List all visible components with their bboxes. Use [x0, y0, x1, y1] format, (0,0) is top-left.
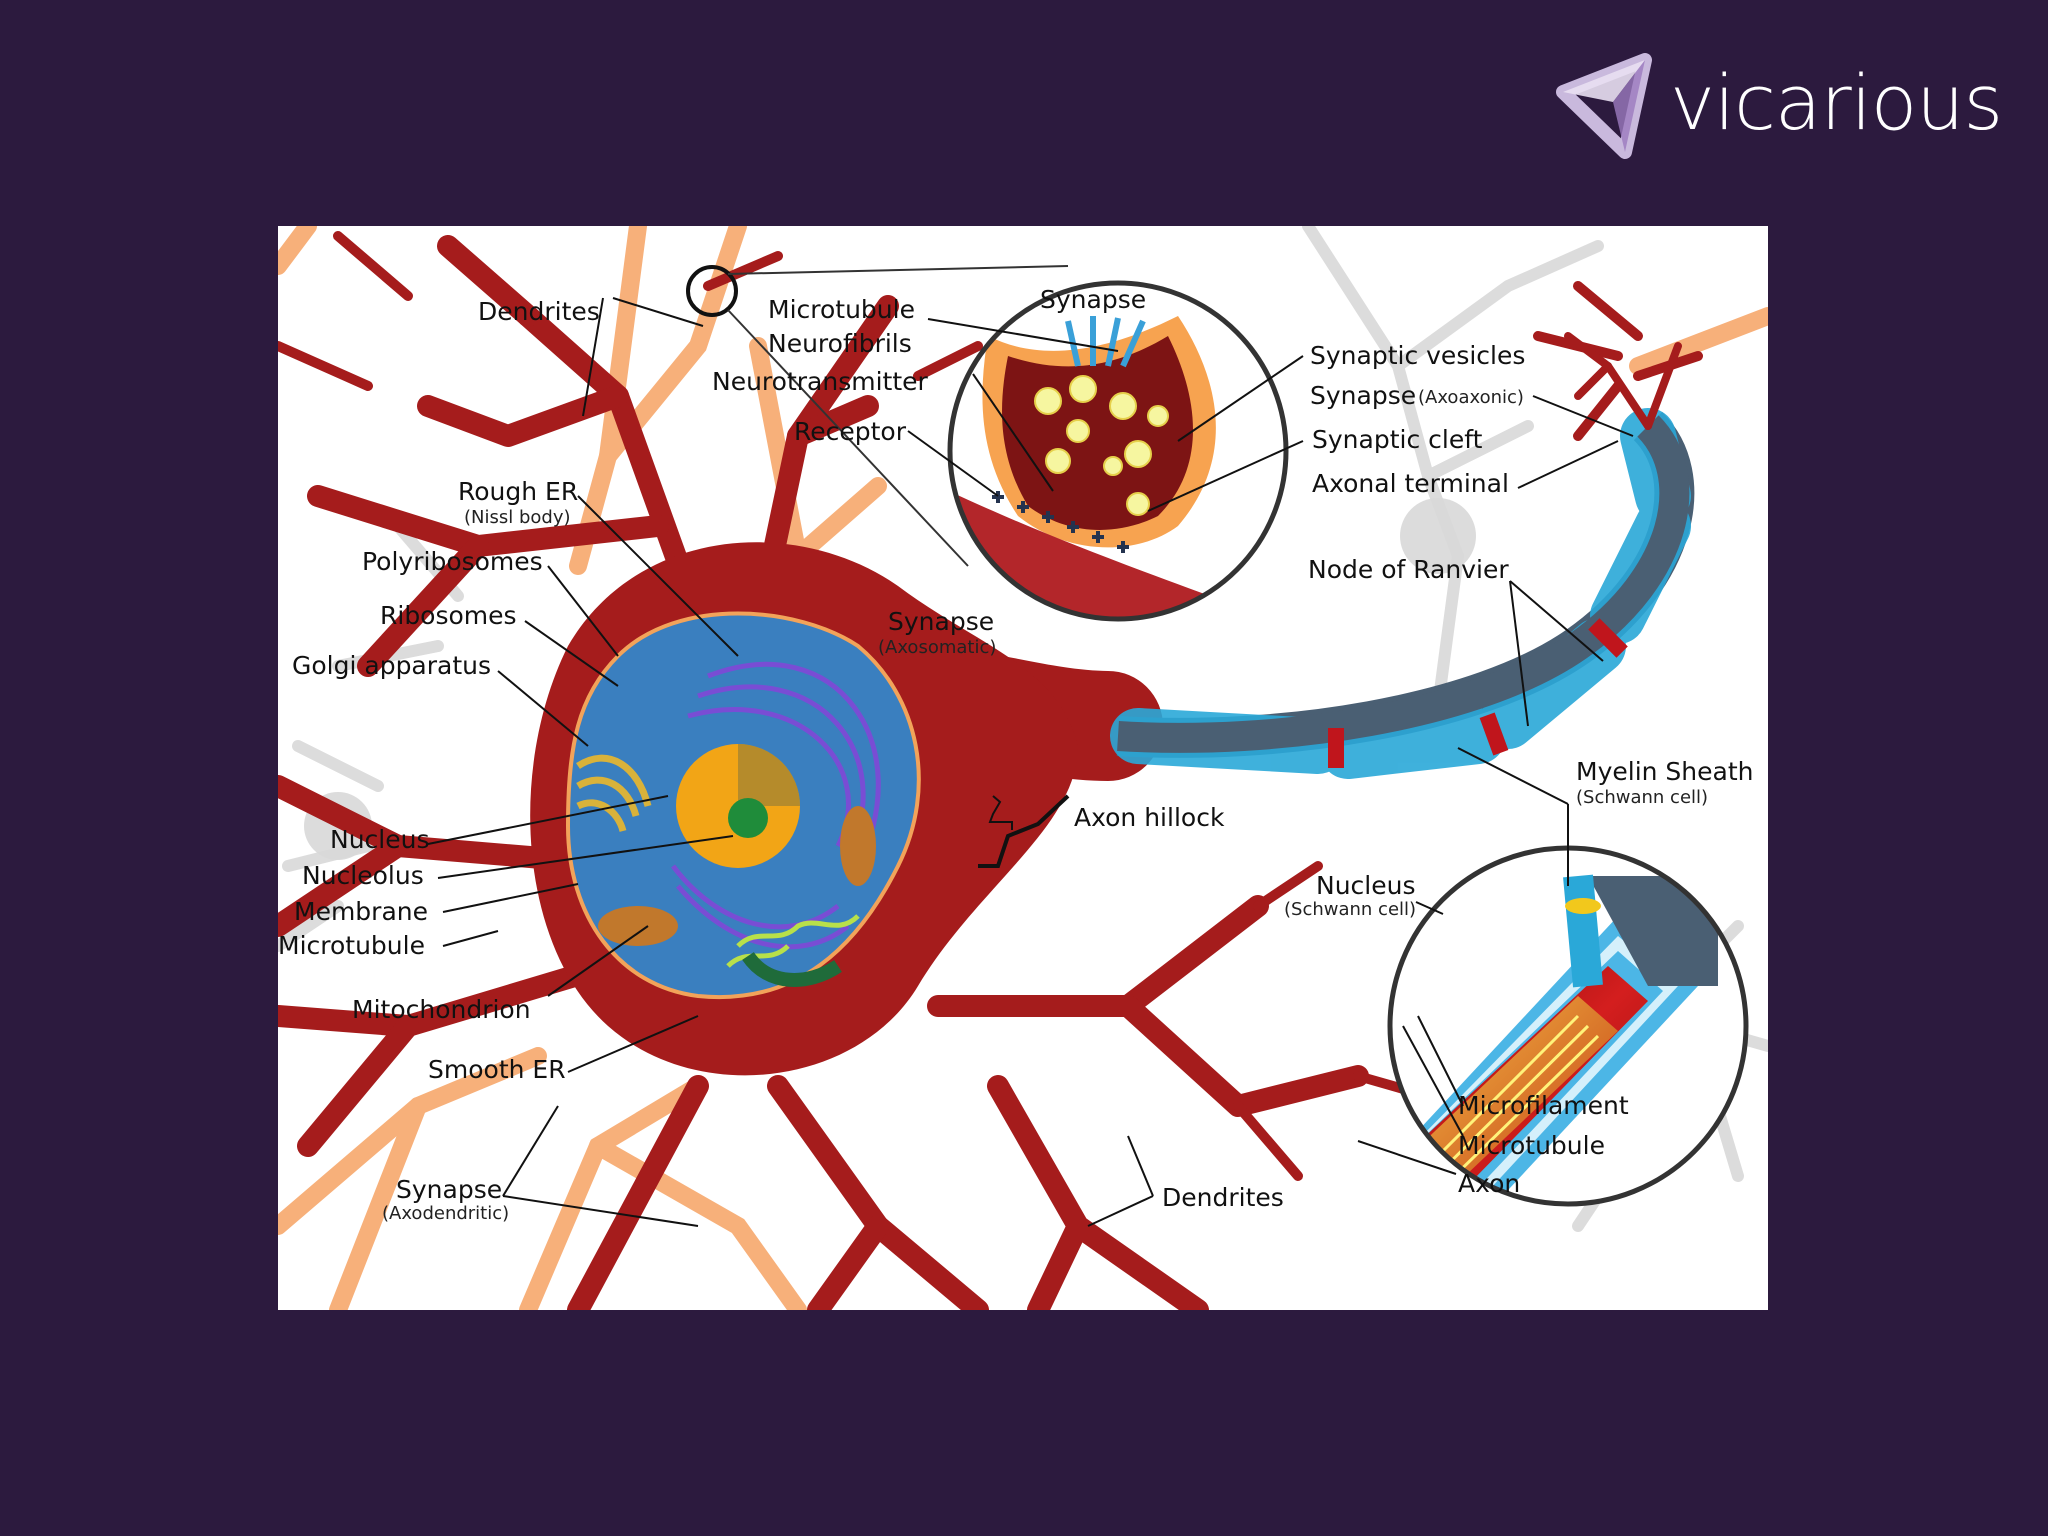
label-synapse-inset: Synapse: [1040, 285, 1147, 314]
label-myelin-sheath-sub: (Schwann cell): [1576, 787, 1709, 808]
label-synapse-axosomatic: Synapse: [888, 607, 995, 636]
label-axon-hillock: Axon hillock: [1074, 803, 1225, 832]
label-microtubule-inset: Microtubule: [1458, 1131, 1605, 1160]
label-rough-er: Rough ER: [458, 477, 579, 506]
neuron-diagram: Dendrites Microtubule Neurofibrils Neuro…: [278, 226, 1768, 1310]
label-synaptic-cleft: Synaptic cleft: [1312, 425, 1483, 454]
label-receptor: Receptor: [794, 417, 906, 446]
label-nucleus-schwann-sub: (Schwann cell): [1284, 899, 1417, 920]
label-axon: Axon: [1458, 1169, 1521, 1198]
label-smooth-er: Smooth ER: [428, 1055, 566, 1084]
label-synapse-axodendritic-sub: (Axodendritic): [382, 1203, 510, 1224]
vicarious-logo-icon: [1556, 53, 1652, 159]
label-dendrites-top: Dendrites: [478, 297, 600, 326]
label-node-of-ranvier: Node of Ranvier: [1308, 555, 1509, 584]
label-mitochondrion: Mitochondrion: [352, 995, 531, 1024]
label-synapse-axodendritic: Synapse: [396, 1175, 503, 1204]
label-axonal-terminal: Axonal terminal: [1312, 469, 1509, 498]
neuron-illustration: [278, 226, 1768, 1310]
label-neurotransmitter: Neurotransmitter: [712, 367, 928, 396]
label-membrane: Membrane: [294, 897, 428, 926]
label-neurofibrils: Neurofibrils: [768, 329, 912, 358]
label-dendrites-bottom: Dendrites: [1162, 1183, 1284, 1212]
label-nucleus-schwann: Nucleus: [1316, 871, 1416, 900]
label-microtubule-top: Microtubule: [768, 295, 915, 324]
label-synapse-axosomatic-sub: (Axosomatic): [878, 637, 997, 658]
leader-lines: [427, 297, 1634, 1227]
brand-name: vicarious: [1670, 58, 2003, 147]
label-nucleus: Nucleus: [330, 825, 430, 854]
label-synapse-axoaxonic: Synapse: [1310, 381, 1417, 410]
label-polyribosomes: Polyribosomes: [362, 547, 543, 576]
label-golgi-apparatus: Golgi apparatus: [292, 651, 492, 680]
label-synapse-axoaxonic-sub: (Axoaxonic): [1418, 387, 1524, 408]
label-ribosomes: Ribosomes: [380, 601, 517, 630]
label-myelin-sheath: Myelin Sheath: [1576, 757, 1754, 786]
brand-logo: [1555, 52, 1975, 162]
nodes-of-ranvier: [1328, 618, 1628, 768]
label-microfilament: Microfilament: [1458, 1091, 1629, 1120]
label-nucleolus: Nucleolus: [302, 861, 424, 890]
synapse-inset: [950, 283, 1286, 619]
label-synaptic-vesicles: Synaptic vesicles: [1310, 341, 1526, 370]
label-microtubule-left: Microtubule: [278, 931, 425, 960]
label-rough-er-sub: (Nissl body): [464, 507, 571, 528]
